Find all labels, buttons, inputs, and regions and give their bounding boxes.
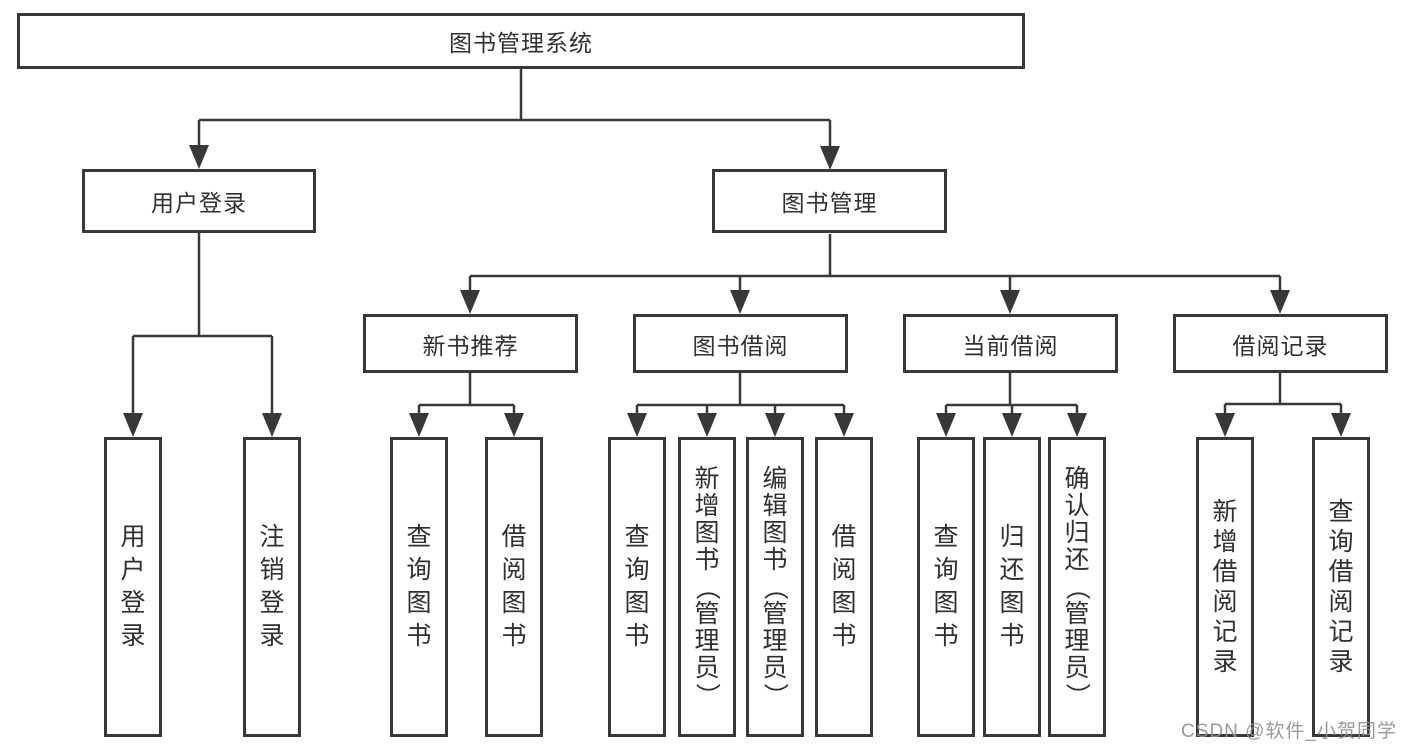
node-leaf-logout: 注销登录: [243, 437, 301, 737]
node-label: 注销登录: [259, 523, 285, 650]
node-leaf-cb-confirm-return-admin: 确认归还（管理员）: [1048, 437, 1106, 737]
node-label: 用户登录: [120, 523, 146, 650]
node-leaf-bb-add-books-admin: 新增图书（管理员）: [678, 437, 736, 737]
node-book-borrowing: 图书借阅: [633, 314, 848, 373]
node-label: 归还图书: [999, 523, 1025, 650]
node-label: 查询图书: [624, 523, 650, 650]
node-label: 查询借阅记录: [1328, 497, 1354, 676]
node-label: 新书推荐: [422, 332, 519, 359]
node-user-login: 用户登录: [82, 169, 316, 233]
node-leaf-nb-query-books: 查询图书: [390, 437, 448, 737]
node-label: 借阅图书: [831, 523, 857, 650]
node-new-book-recommendation: 新书推荐: [363, 314, 578, 373]
arrowheads: [123, 145, 1351, 437]
node-label: 查询图书: [933, 523, 959, 650]
node-book-management: 图书管理: [712, 169, 947, 233]
node-label: 确认归还（管理员）: [1063, 464, 1092, 708]
node-leaf-bb-query-books: 查询图书: [608, 437, 666, 737]
node-label: 用户登录: [151, 190, 247, 216]
node-label: 查询图书: [406, 523, 432, 650]
node-library-system: 图书管理系统: [17, 13, 1025, 69]
node-label: 借阅记录: [1232, 332, 1329, 359]
node-leaf-br-add-record: 新增借阅记录: [1196, 437, 1254, 737]
node-label: 图书管理系统: [449, 30, 593, 56]
node-leaf-br-query-record: 查询借阅记录: [1312, 437, 1370, 737]
node-leaf-bb-edit-books-admin: 编辑图书（管理员）: [746, 437, 804, 737]
node-leaf-nb-borrow-books: 借阅图书: [485, 437, 543, 737]
node-label: 编辑图书（管理员）: [761, 464, 790, 708]
csdn-watermark: CSDN @软件_小贺同学: [1181, 721, 1397, 742]
node-leaf-user-login: 用户登录: [104, 437, 162, 737]
node-leaf-cb-return-books: 归还图书: [983, 437, 1041, 737]
node-label: 新增图书（管理员）: [693, 464, 722, 708]
node-label: 图书借阅: [692, 332, 789, 359]
node-label: 当前借阅: [962, 332, 1059, 359]
node-label: 图书管理: [781, 190, 878, 216]
node-label: 借阅图书: [501, 523, 527, 650]
node-borrowing-records: 借阅记录: [1173, 314, 1388, 373]
node-leaf-bb-borrow-books: 借阅图书: [815, 437, 873, 737]
node-label: 新增借阅记录: [1212, 497, 1238, 676]
node-leaf-cb-query-books: 查询图书: [917, 437, 975, 737]
node-current-borrowing: 当前借阅: [903, 314, 1118, 373]
